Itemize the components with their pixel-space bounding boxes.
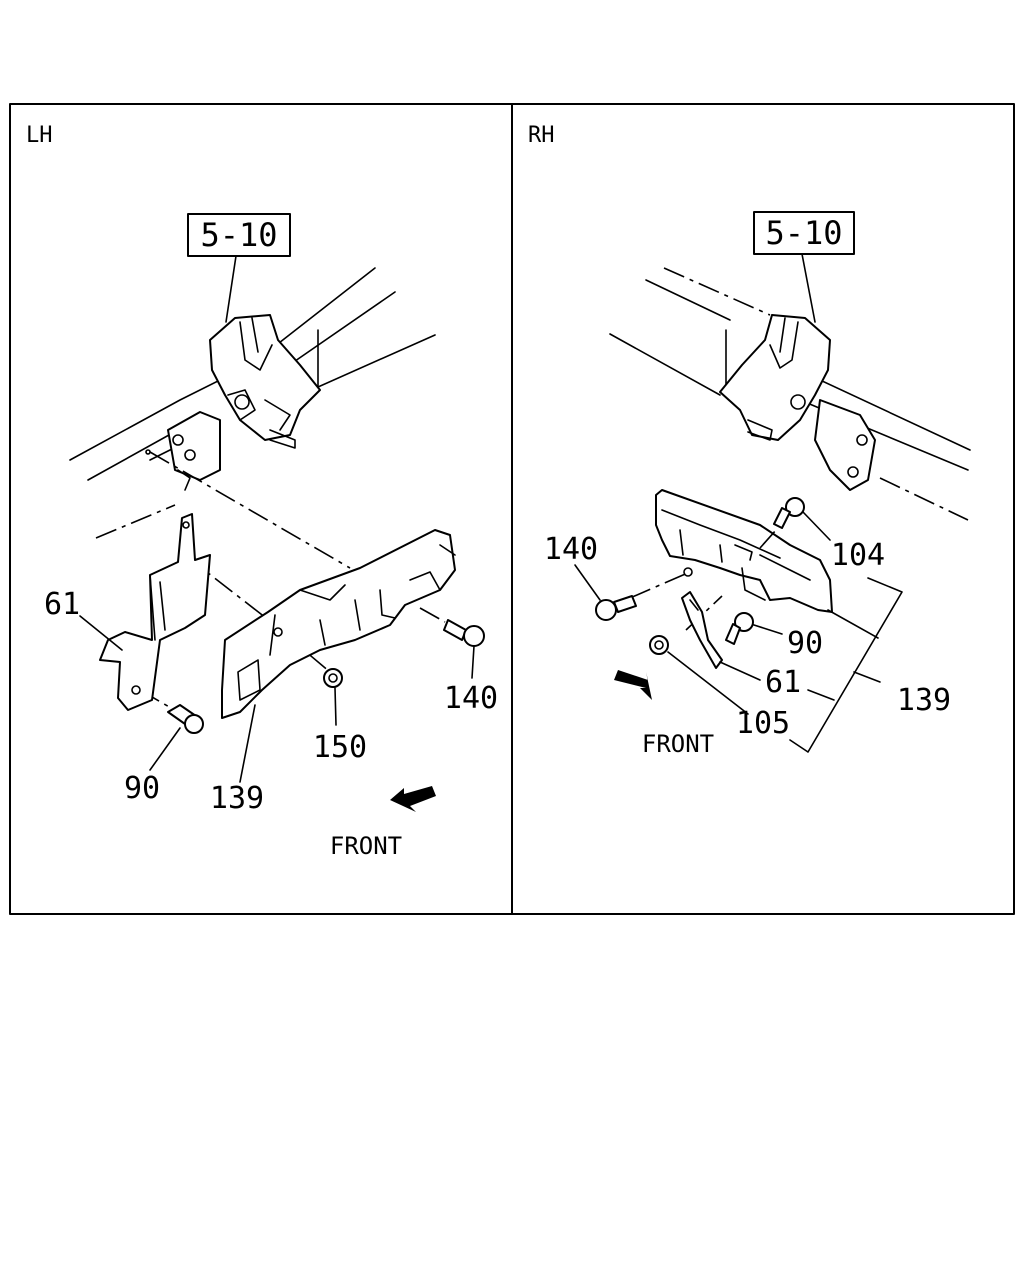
rh-upper-bracket xyxy=(719,314,876,491)
rh-guard-139 xyxy=(655,489,833,613)
rh-callout-104: 104 xyxy=(831,538,885,573)
rh-ref-label: 5-10 xyxy=(765,214,842,252)
rh-callout-105: 105 xyxy=(736,706,790,741)
lh-nut-150 xyxy=(323,668,343,688)
lh-guard-139 xyxy=(221,529,456,719)
lh-bracket-61 xyxy=(99,513,211,711)
rh-front-arrow-icon xyxy=(614,670,652,700)
rh-nut-105 xyxy=(649,635,669,655)
rh-ref-box xyxy=(753,211,855,255)
rh-callout-139: 139 xyxy=(897,683,951,718)
rh-frame-rail xyxy=(609,267,971,521)
lh-side-label: LH xyxy=(26,123,53,148)
lh-bolt-90 xyxy=(167,704,204,734)
rh-bolt-104 xyxy=(773,497,805,529)
lh-panel: LH 5-10 xyxy=(26,123,498,860)
lh-callout-61: 61 xyxy=(44,587,80,622)
rh-callout-140: 140 xyxy=(544,532,598,567)
rh-callout-61: 61 xyxy=(765,665,801,700)
lh-callout-150: 150 xyxy=(313,730,367,765)
rh-callout-90: 90 xyxy=(787,626,823,661)
lh-front-arrow-icon xyxy=(390,786,436,812)
lh-callout-139: 139 xyxy=(210,781,264,816)
lh-callout-90: 90 xyxy=(124,771,160,806)
rh-front-label: FRONT xyxy=(642,730,714,758)
rh-bracket-61 xyxy=(681,591,723,669)
lh-ref-box xyxy=(187,213,291,257)
rh-side-label: RH xyxy=(528,123,555,148)
rh-bolt-140 xyxy=(595,595,637,621)
lh-bolt-140 xyxy=(443,619,485,647)
lh-ref-label: 5-10 xyxy=(200,216,277,254)
lh-front-label: FRONT xyxy=(330,832,402,860)
rh-bolt-90 xyxy=(725,612,754,645)
rh-panel: RH 5-10 xyxy=(528,123,971,758)
lh-upper-bracket xyxy=(145,314,321,491)
lh-callout-140: 140 xyxy=(444,681,498,716)
